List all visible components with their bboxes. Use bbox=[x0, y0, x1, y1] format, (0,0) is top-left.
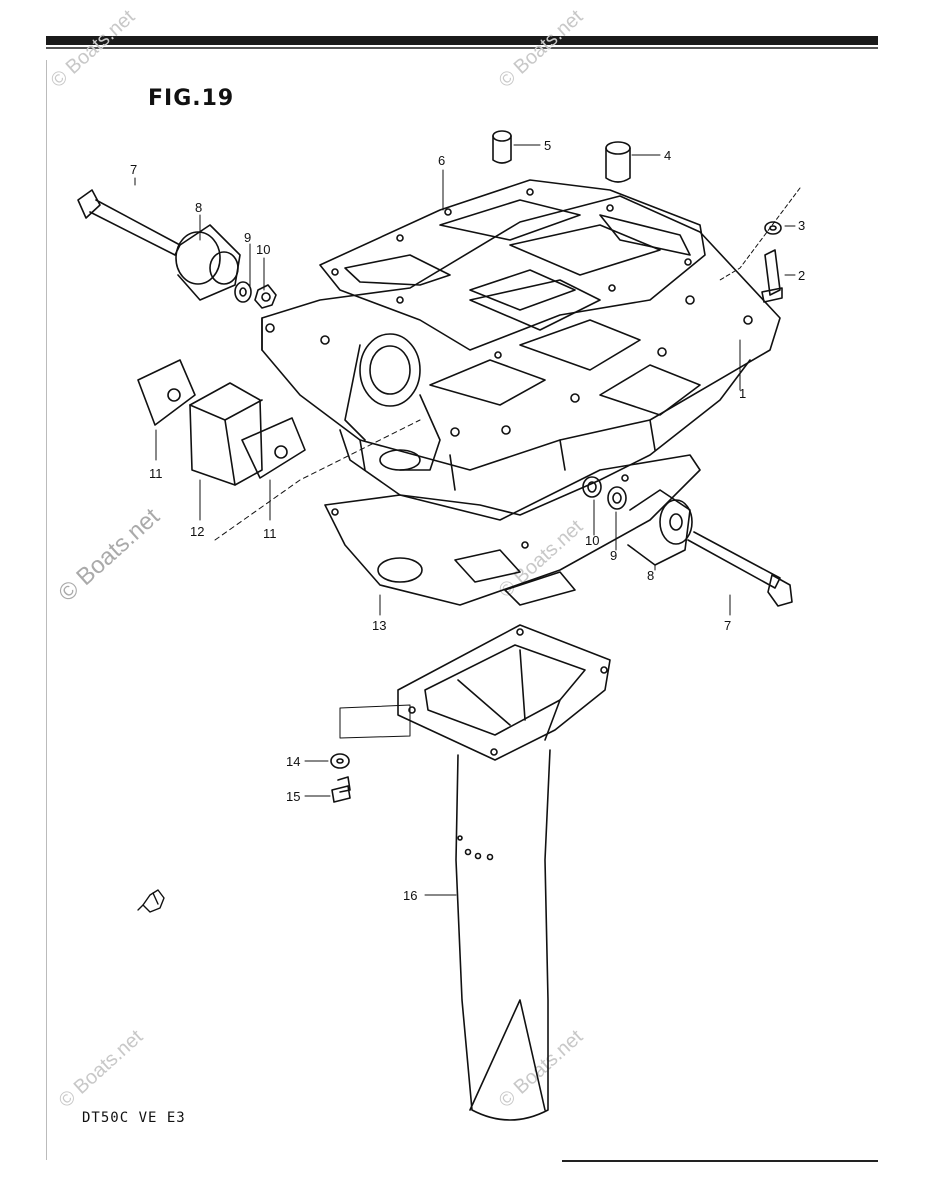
figure-title: FIG.19 bbox=[148, 86, 235, 111]
top-border-line bbox=[46, 47, 878, 49]
callout-15: 15 bbox=[286, 789, 300, 804]
callout-7-left: 7 bbox=[130, 162, 137, 177]
callout-12: 12 bbox=[190, 524, 204, 539]
part-5-dowel-pin bbox=[492, 130, 512, 164]
part-9-washer-right bbox=[607, 486, 627, 510]
callout-8-right: 8 bbox=[647, 568, 654, 583]
part-16-exhaust-tube bbox=[397, 624, 611, 1121]
top-border-bar bbox=[46, 36, 878, 45]
callout-11-upper: 11 bbox=[149, 466, 163, 481]
callout-16: 16 bbox=[403, 888, 417, 903]
callout-9-left: 9 bbox=[244, 230, 251, 245]
part-1-mounting-case bbox=[261, 195, 781, 516]
part-2-bolt-right bbox=[761, 249, 783, 303]
part-7-bolt-left bbox=[77, 189, 181, 256]
part-6-gasket bbox=[319, 179, 706, 359]
left-margin-line bbox=[46, 60, 47, 1160]
callout-11-lower: 11 bbox=[263, 526, 277, 541]
callout-6: 6 bbox=[438, 153, 445, 168]
leader-lines bbox=[134, 144, 801, 896]
part-12-rubber-block bbox=[189, 382, 263, 486]
callout-labels: 1 2 3 4 5 6 7 8 9 10 11 11 12 13 7 8 9 1… bbox=[130, 138, 805, 903]
part-11-plate-lower bbox=[241, 417, 306, 479]
part-14-washer bbox=[330, 753, 350, 769]
callout-8-left: 8 bbox=[195, 200, 202, 215]
callout-4: 4 bbox=[664, 148, 671, 163]
callout-2: 2 bbox=[798, 268, 805, 283]
part-10-nut-left bbox=[254, 284, 277, 309]
bottom-rule bbox=[562, 1160, 878, 1162]
part-11-plate-upper bbox=[137, 359, 196, 426]
callout-10-right: 10 bbox=[585, 533, 599, 548]
callout-3: 3 bbox=[798, 218, 805, 233]
callout-14: 14 bbox=[286, 754, 300, 769]
callout-10-left: 10 bbox=[256, 242, 270, 257]
callout-7-right: 7 bbox=[724, 618, 731, 633]
callout-5: 5 bbox=[544, 138, 551, 153]
callout-13: 13 bbox=[372, 618, 386, 633]
part-13-lower-gasket bbox=[324, 454, 701, 606]
part-7-bolt-right bbox=[687, 531, 793, 607]
part-9-washer-left bbox=[234, 281, 252, 303]
callout-1: 1 bbox=[739, 386, 746, 401]
part-8-mount-rubber-right bbox=[627, 489, 693, 566]
part-15-bolt bbox=[331, 776, 351, 803]
model-code: DT50C VE E3 bbox=[82, 1110, 186, 1126]
part-10-nut-right bbox=[582, 476, 602, 498]
engine-symbol-icon bbox=[137, 889, 165, 913]
part-8-mount-rubber-left bbox=[175, 224, 241, 301]
callout-9-right: 9 bbox=[610, 548, 617, 563]
part-4-sleeve bbox=[605, 141, 631, 183]
